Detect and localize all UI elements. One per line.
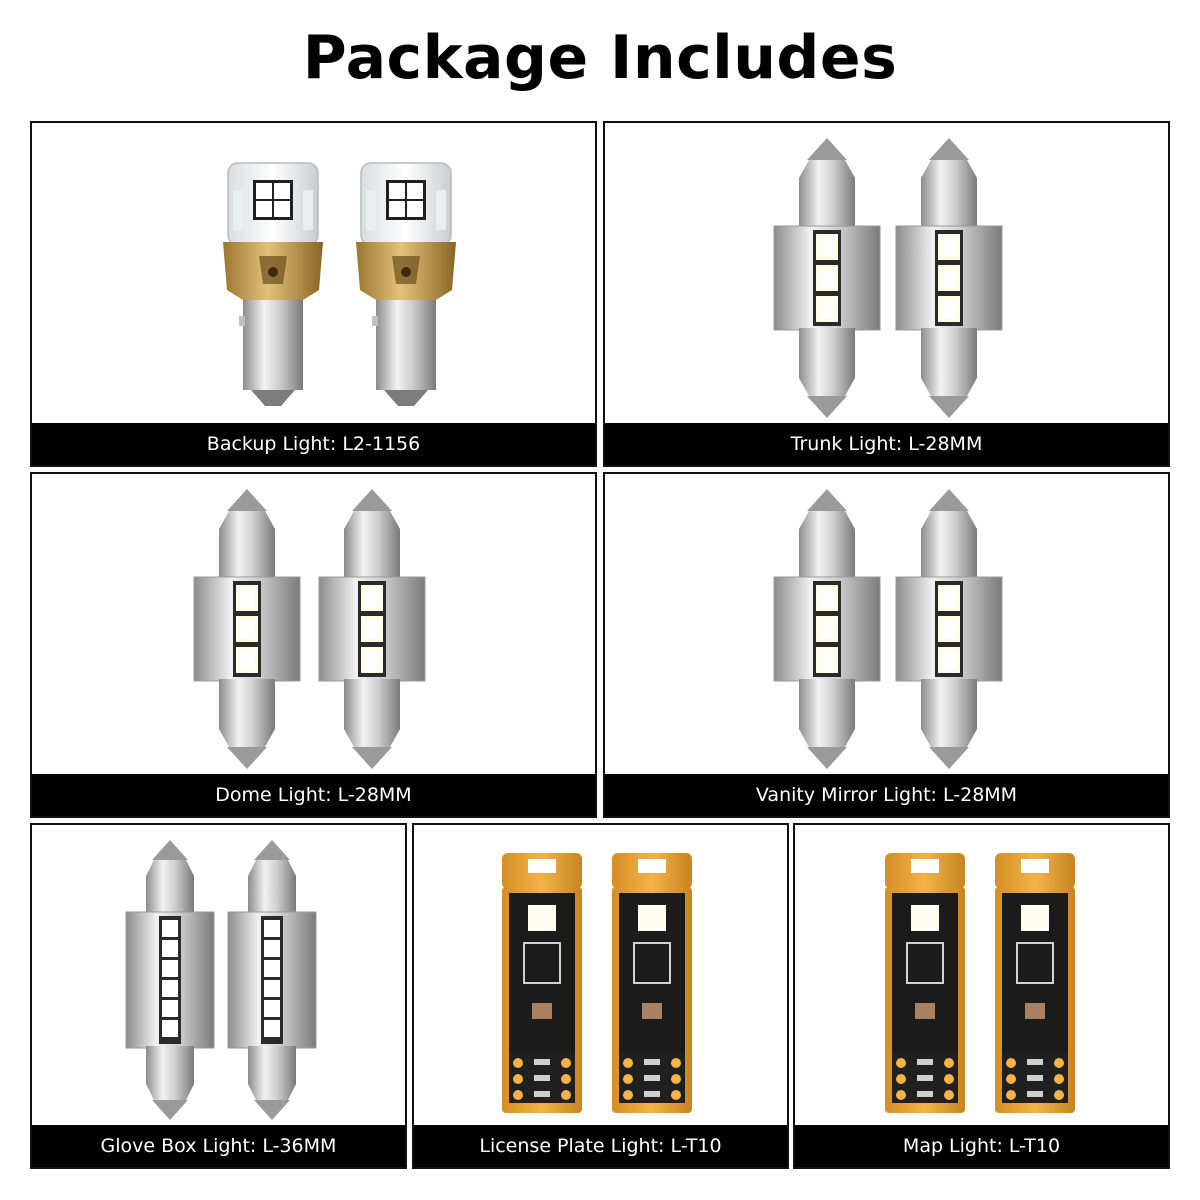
product-card-map-light: Map Light: L-T10: [793, 823, 1170, 1169]
product-card-vanity-mirror-light: Vanity Mirror Light: L-28MM: [603, 472, 1170, 818]
license-plate-light-bulbs-image: [501, 852, 693, 1114]
trunk-light-bulbs-image: [773, 137, 1003, 419]
caption-trunk-light: Trunk Light: L-28MM: [605, 423, 1168, 465]
product-card-dome-light: Dome Light: L-28MM: [30, 472, 597, 818]
caption-glove-box-light: Glove Box Light: L-36MM: [32, 1125, 405, 1167]
dome-light-bulbs-image: [193, 488, 426, 770]
caption-license-plate-light: License Plate Light: L-T10: [414, 1125, 787, 1167]
page-title: Package Includes: [302, 23, 898, 93]
caption-vanity-mirror-light: Vanity Mirror Light: L-28MM: [605, 774, 1168, 816]
product-card-backup-light: Backup Light: L2-1156: [30, 121, 597, 467]
product-card-license-plate-light: License Plate Light: L-T10: [412, 823, 789, 1169]
product-card-glove-box-light: Glove Box Light: L-36MM: [30, 823, 407, 1169]
product-card-trunk-light: Trunk Light: L-28MM: [603, 121, 1170, 467]
backup-light-bulbs-image: [222, 162, 457, 407]
glove-box-light-bulbs-image: [125, 839, 317, 1121]
caption-backup-light: Backup Light: L2-1156: [32, 423, 595, 465]
vanity-mirror-light-bulbs-image: [773, 488, 1003, 770]
map-light-bulbs-image: [884, 852, 1076, 1114]
caption-dome-light: Dome Light: L-28MM: [32, 774, 595, 816]
caption-map-light: Map Light: L-T10: [795, 1125, 1168, 1167]
